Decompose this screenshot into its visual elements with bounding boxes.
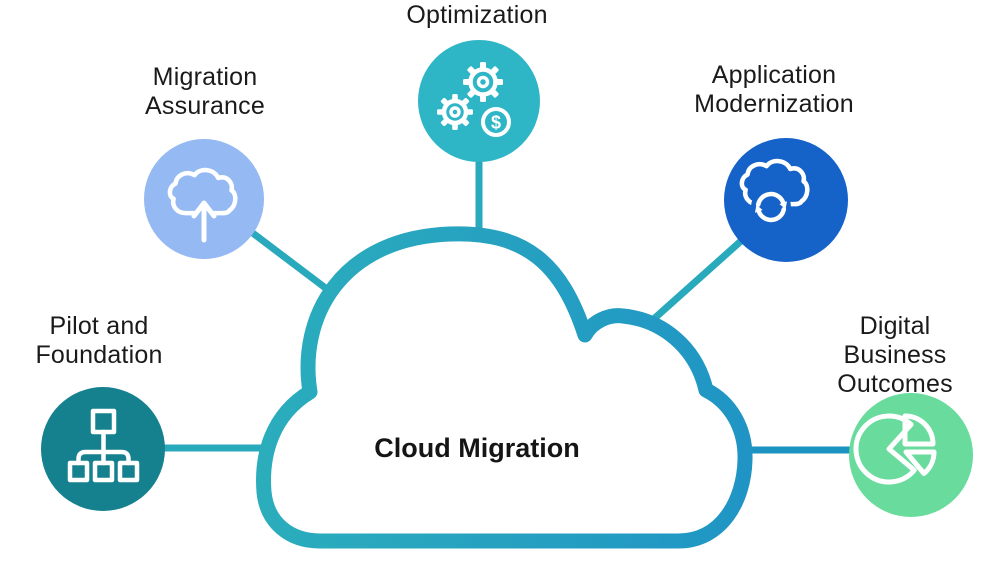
- cloud-sync-icon: [739, 158, 810, 227]
- migration-assurance-label: Migration Assurance: [145, 63, 265, 120]
- node-optimization: $: [418, 40, 540, 162]
- node-application-modernization: [724, 138, 848, 262]
- optimization-label: Optimization: [406, 1, 548, 29]
- pie-chart-icon: [853, 413, 937, 485]
- cloud-title: Cloud Migration: [374, 433, 580, 463]
- dollar-circle-icon: [481, 107, 511, 137]
- cloud-upload-icon: [167, 167, 238, 243]
- node-migration-assurance: [144, 139, 264, 259]
- dollar-glyph: $: [491, 113, 501, 133]
- sitemap-icon: [67, 408, 140, 483]
- application-modernization-label: Application Modernization: [694, 61, 854, 118]
- central-cloud-outline: [256, 226, 753, 549]
- pilot-foundation-label: Pilot and Foundation: [35, 312, 163, 369]
- digital-business-outcomes-label: Digital Business Outcomes: [837, 312, 953, 398]
- node-digital-business-outcomes: [849, 393, 973, 517]
- node-pilot-foundation: [41, 387, 165, 511]
- gears-dollar-icon: $: [437, 62, 511, 137]
- optimization-circle: [418, 40, 540, 162]
